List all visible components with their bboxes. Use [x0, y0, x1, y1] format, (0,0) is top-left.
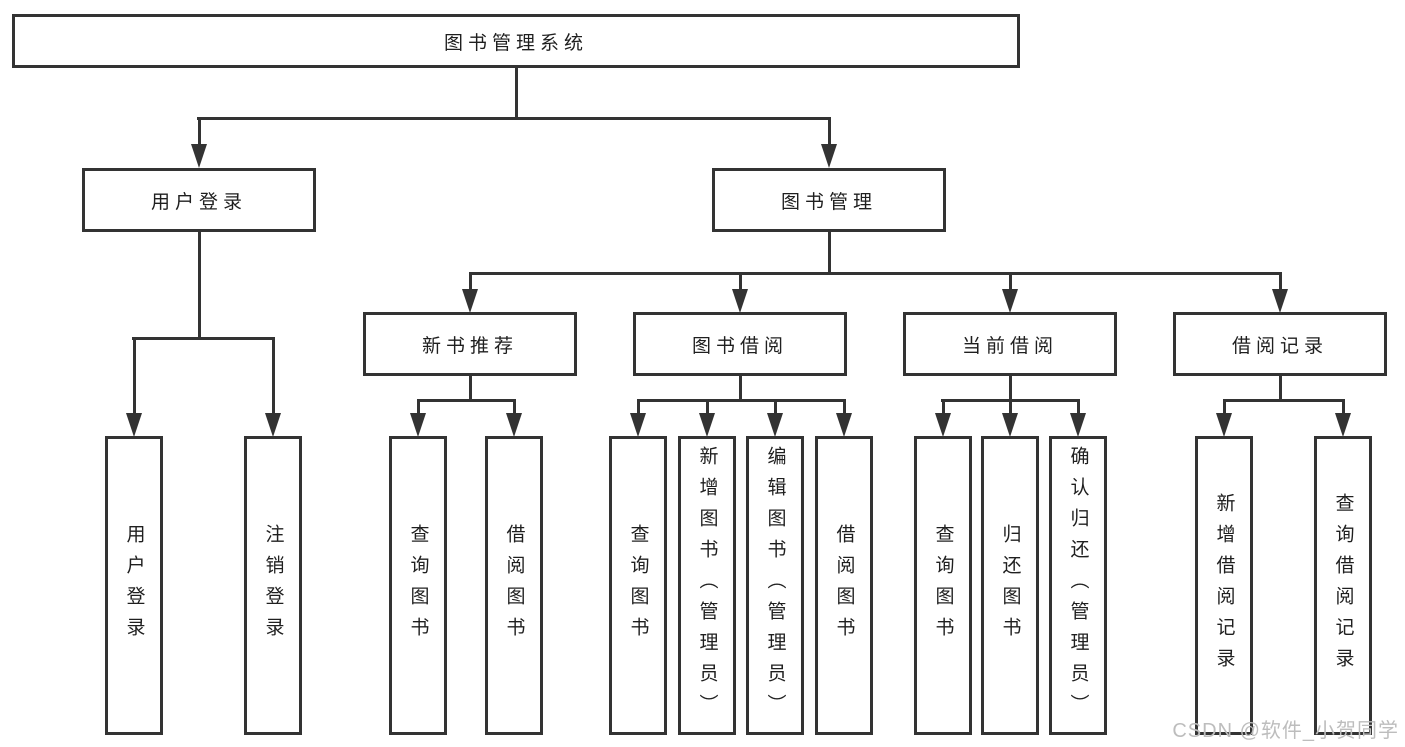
leaf-borrow-books-recommend: 借阅图书: [485, 436, 543, 735]
node-new-book-recommend-label: 新书推荐: [421, 335, 518, 357]
connector-to-newbook: [469, 272, 472, 291]
node-root-label: 图书管理系统: [443, 32, 588, 54]
csdn-watermark: CSDN @软件_小贺同学: [1172, 720, 1399, 742]
arrow-leaf-logout: [265, 413, 281, 437]
node-borrow-records-label: 借阅记录: [1231, 335, 1328, 357]
connector-root-drop: [515, 67, 518, 118]
connector-to-currentborrow: [1009, 272, 1012, 291]
node-book-borrow: 图书借阅: [633, 312, 847, 376]
arrow-leaf: [506, 413, 522, 437]
leaf-label: 借阅图书: [503, 523, 525, 648]
leaf-label: 归还图书: [999, 523, 1021, 648]
connector-userlogin-drop: [198, 232, 201, 337]
arrow-leaf: [630, 413, 646, 437]
arrow-leaf: [935, 413, 951, 437]
arrow-leaf: [699, 413, 715, 437]
leaf-borrow-books-2: 借阅图书: [815, 436, 873, 735]
leaf-return-book: 归还图书: [981, 436, 1039, 735]
arrow-leaf: [1216, 413, 1232, 437]
leaf-add-borrow-record: 新增借阅记录: [1195, 436, 1253, 735]
connector-to-leaf-logout: [272, 337, 275, 415]
leaf-query-books-current: 查询图书: [914, 436, 972, 735]
connector-leaf-drop: [843, 399, 846, 414]
connector-userlogin-spread: [132, 337, 275, 340]
arrow-borrowrecord: [1272, 289, 1288, 313]
connector-leaf-drop: [637, 399, 640, 414]
leaf-label: 新增图书（管理员）: [696, 446, 718, 725]
node-user-login-label: 用户登录: [150, 191, 247, 213]
arrow-leaf: [767, 413, 783, 437]
node-user-login: 用户登录: [82, 168, 316, 232]
leaf-query-books-borrow: 查询图书: [609, 436, 667, 735]
arrow-leaf-login: [126, 413, 142, 437]
connector-newbook-spread: [417, 399, 516, 402]
arrow-currentborrow: [1002, 289, 1018, 313]
connector-to-bookborrow: [739, 272, 742, 291]
leaf-query-books-recommend: 查询图书: [389, 436, 447, 735]
connector-bookmgmt-drop: [828, 232, 831, 272]
node-root: 图书管理系统: [12, 14, 1020, 68]
leaf-label: 借阅图书: [833, 523, 855, 648]
arrow-book-management: [821, 144, 837, 168]
leaf-label: 注销登录: [262, 523, 284, 648]
leaf-add-book-admin: 新增图书（管理员）: [678, 436, 736, 735]
leaf-user-login: 用户登录: [105, 436, 163, 735]
leaf-logout: 注销登录: [244, 436, 302, 735]
connector-bookmgmt-spread: [469, 272, 1282, 275]
connector-leaf-drop: [1223, 399, 1226, 414]
connector-currentborrow-drop: [1009, 376, 1012, 402]
connector-leaf-drop: [417, 399, 420, 414]
leaf-query-borrow-record: 查询借阅记录: [1314, 436, 1372, 735]
arrow-bookborrow: [732, 289, 748, 313]
leaf-edit-book-admin: 编辑图书（管理员）: [746, 436, 804, 735]
leaf-label: 编辑图书（管理员）: [764, 446, 786, 725]
connector-to-user-login: [198, 117, 201, 146]
node-new-book-recommend: 新书推荐: [363, 312, 577, 376]
connector-to-book-management: [828, 117, 831, 146]
connector-borrowrecord-drop: [1279, 376, 1282, 402]
leaf-label: 查询借阅记录: [1332, 492, 1354, 679]
connector-borrowrecord-spread: [1223, 399, 1345, 402]
leaf-label: 查询图书: [932, 523, 954, 648]
leaf-label: 用户登录: [123, 523, 145, 648]
node-current-borrow-label: 当前借阅: [961, 335, 1058, 357]
connector-leaf-drop: [706, 399, 709, 414]
leaf-label: 查询图书: [627, 523, 649, 648]
connector-newbook-drop: [469, 376, 472, 402]
connector-to-leaf-login: [133, 337, 136, 415]
connector-leaf-drop: [1077, 399, 1080, 414]
arrow-leaf: [1070, 413, 1086, 437]
arrow-leaf: [1002, 413, 1018, 437]
leaf-label: 新增借阅记录: [1213, 492, 1235, 679]
node-book-borrow-label: 图书借阅: [691, 335, 788, 357]
arrow-leaf: [410, 413, 426, 437]
node-current-borrow: 当前借阅: [903, 312, 1117, 376]
connector-leaf-drop: [1009, 399, 1012, 414]
leaf-label: 确认归还（管理员）: [1067, 446, 1089, 725]
node-book-management: 图书管理: [712, 168, 946, 232]
connector-to-borrowrecord: [1279, 272, 1282, 291]
node-book-management-label: 图书管理: [780, 191, 877, 213]
arrow-user-login: [191, 144, 207, 168]
connector-leaf-drop: [1342, 399, 1345, 414]
leaf-confirm-return-admin: 确认归还（管理员）: [1049, 436, 1107, 735]
connector-bookborrow-spread: [637, 399, 846, 402]
connector-root-spread: [197, 117, 831, 120]
connector-leaf-drop: [513, 399, 516, 414]
connector-bookborrow-drop: [739, 376, 742, 402]
connector-leaf-drop: [942, 399, 945, 414]
arrow-leaf: [1335, 413, 1351, 437]
arrow-newbook: [462, 289, 478, 313]
connector-leaf-drop: [774, 399, 777, 414]
arrow-leaf: [836, 413, 852, 437]
leaf-label: 查询图书: [407, 523, 429, 648]
node-borrow-records: 借阅记录: [1173, 312, 1387, 376]
